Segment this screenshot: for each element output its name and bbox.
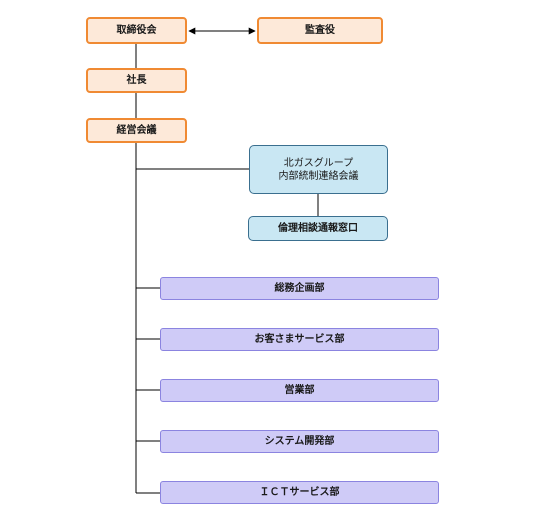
ethics-consultation-desk-box: 倫理相談通報窓口 (248, 216, 388, 241)
department-customer-service-box: お客さまサービス部 (160, 328, 439, 351)
management-meeting-box: 経営会議 (86, 118, 187, 143)
group-internal-control-council-box: 北ガスグループ 内部統制連絡会議 (249, 145, 388, 194)
department-system-development-box: システム開発部 (160, 430, 439, 453)
auditor-box: 監査役 (257, 17, 383, 44)
department-sales-box: 営業部 (160, 379, 439, 402)
group-council-label-line2: 内部統制連絡会議 (278, 170, 359, 182)
department-ict-service-box: ＩＣＴサービス部 (160, 481, 439, 504)
board-of-directors-box: 取締役会 (86, 17, 187, 44)
group-council-label-line1: 北ガスグループ (283, 157, 354, 169)
department-general-affairs-box: 総務企画部 (160, 277, 439, 300)
president-box: 社長 (86, 68, 187, 93)
